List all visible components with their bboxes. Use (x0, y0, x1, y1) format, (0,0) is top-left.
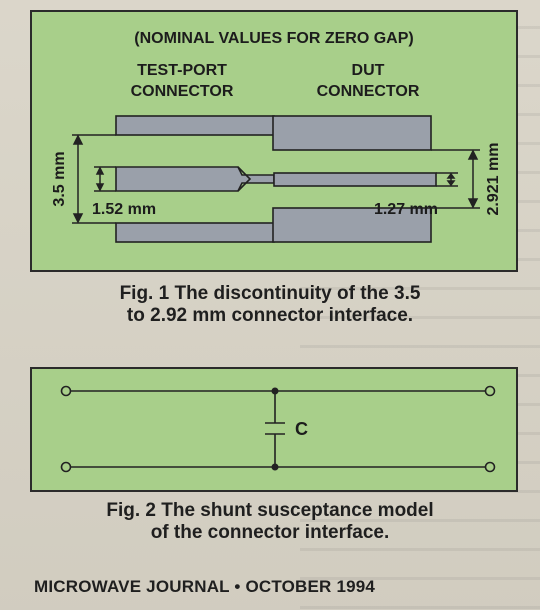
figure-1-header: (NOMINAL VALUES FOR ZERO GAP) (134, 30, 413, 47)
journal-footer: MICROWAVE JOURNAL • OCTOBER 1994 (34, 577, 376, 596)
test-port-outer-conductor-bottom (115, 222, 275, 243)
dim-outer-left-label: 3.5 mm (51, 151, 68, 206)
figure-1-caption: Fig. 1 The discontinuity of the 3.5 to 2… (0, 283, 540, 327)
figure-2-caption-line2: of the connector interface. (150, 522, 390, 543)
terminal-bottom-right (484, 461, 496, 473)
terminal-top-right (484, 385, 496, 397)
dim-outer-right-label: 2.921 mm (485, 143, 502, 216)
test-port-outer-conductor-top (115, 115, 275, 136)
terminal-top-left (60, 385, 72, 397)
figure-2-panel: C (30, 367, 518, 492)
junction-bottom (271, 463, 279, 471)
shunt-susceptance-diagram: C (60, 385, 496, 473)
dut-outer-conductor-bottom (272, 207, 432, 243)
dimension-1-27mm (436, 172, 458, 187)
dimension-1-52mm (94, 166, 116, 192)
junction-top (271, 387, 279, 395)
figure-2-caption: Fig. 2 The shunt susceptance model of th… (0, 500, 540, 544)
figure-1-caption-line1: Fig. 1 The discontinuity of the 3.5 (119, 283, 421, 304)
figure-2-caption-line1: Fig. 2 The shunt susceptance model (106, 500, 434, 521)
test-port-label-line1: TEST-PORT (137, 62, 227, 79)
dut-label-line2: CONNECTOR (317, 83, 420, 100)
test-port-pin-tip (237, 166, 252, 192)
dut-center-conductor (273, 172, 437, 187)
dim-inner-right-label: 1.27 mm (374, 201, 438, 218)
terminal-bottom-left (60, 461, 72, 473)
dimension-2-921mm (431, 149, 480, 209)
dut-outer-conductor-top (272, 115, 432, 151)
dim-inner-left-label: 1.52 mm (92, 201, 156, 218)
capacitor-label: C (295, 419, 308, 439)
figure-1-panel: (NOMINAL VALUES FOR ZERO GAP) TEST-PORT … (30, 10, 518, 272)
connector-discontinuity-diagram: (NOMINAL VALUES FOR ZERO GAP) TEST-PORT … (51, 30, 502, 243)
dimension-3-5mm (72, 134, 116, 224)
test-port-label-line2: CONNECTOR (131, 83, 234, 100)
figure-1-caption-line2: to 2.92 mm connector interface. (126, 305, 414, 326)
dut-label-line1: DUT (352, 62, 385, 79)
